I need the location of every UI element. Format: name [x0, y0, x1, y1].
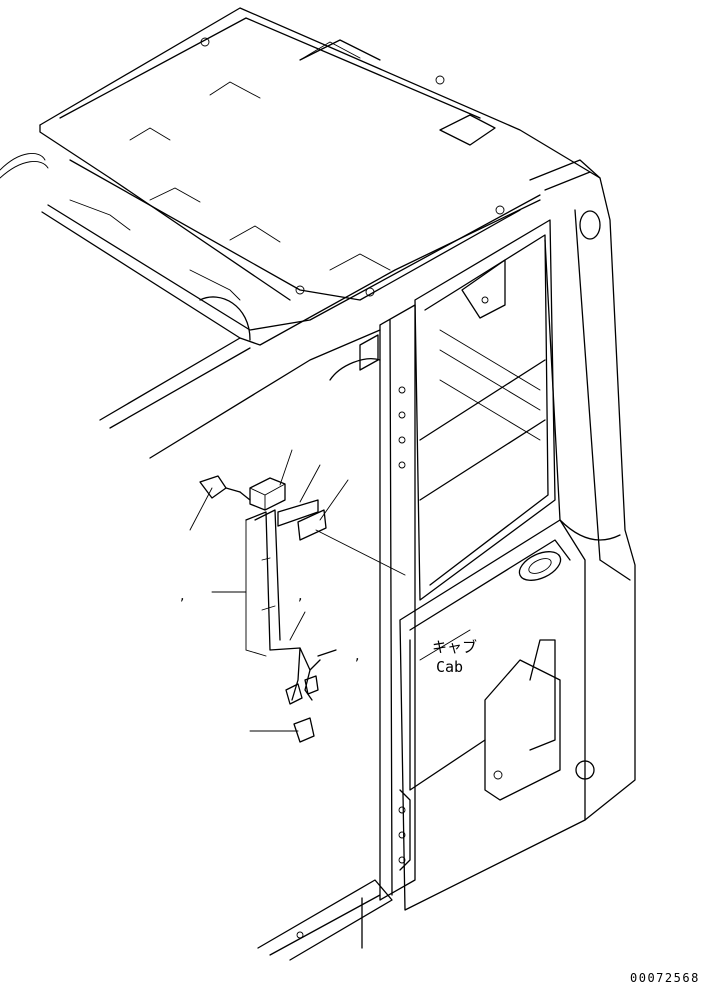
connector-b	[304, 675, 319, 695]
tape-label	[297, 509, 327, 541]
cab-label-japanese: キャブ	[432, 638, 477, 656]
roof-panel	[0, 7, 601, 459]
connector-a	[285, 683, 303, 705]
harness-assembly	[199, 475, 337, 743]
comma-mark-right: ,	[355, 648, 359, 664]
connector-bolt	[199, 475, 227, 499]
relay-box	[249, 477, 286, 511]
cab-label-english: Cab	[436, 658, 463, 676]
drawing-number: 00072568	[630, 971, 700, 985]
floor-frame	[257, 879, 393, 961]
door-frame	[329, 219, 556, 601]
harness-clip	[293, 717, 315, 743]
wiring-harness	[245, 511, 321, 671]
front-pillar	[359, 304, 416, 901]
comma-mark-mid: ,	[298, 588, 302, 604]
bracket-plate	[277, 499, 319, 527]
leader-lines	[189, 449, 406, 732]
comma-mark-left: ,	[180, 588, 184, 604]
door-panel	[399, 519, 586, 911]
